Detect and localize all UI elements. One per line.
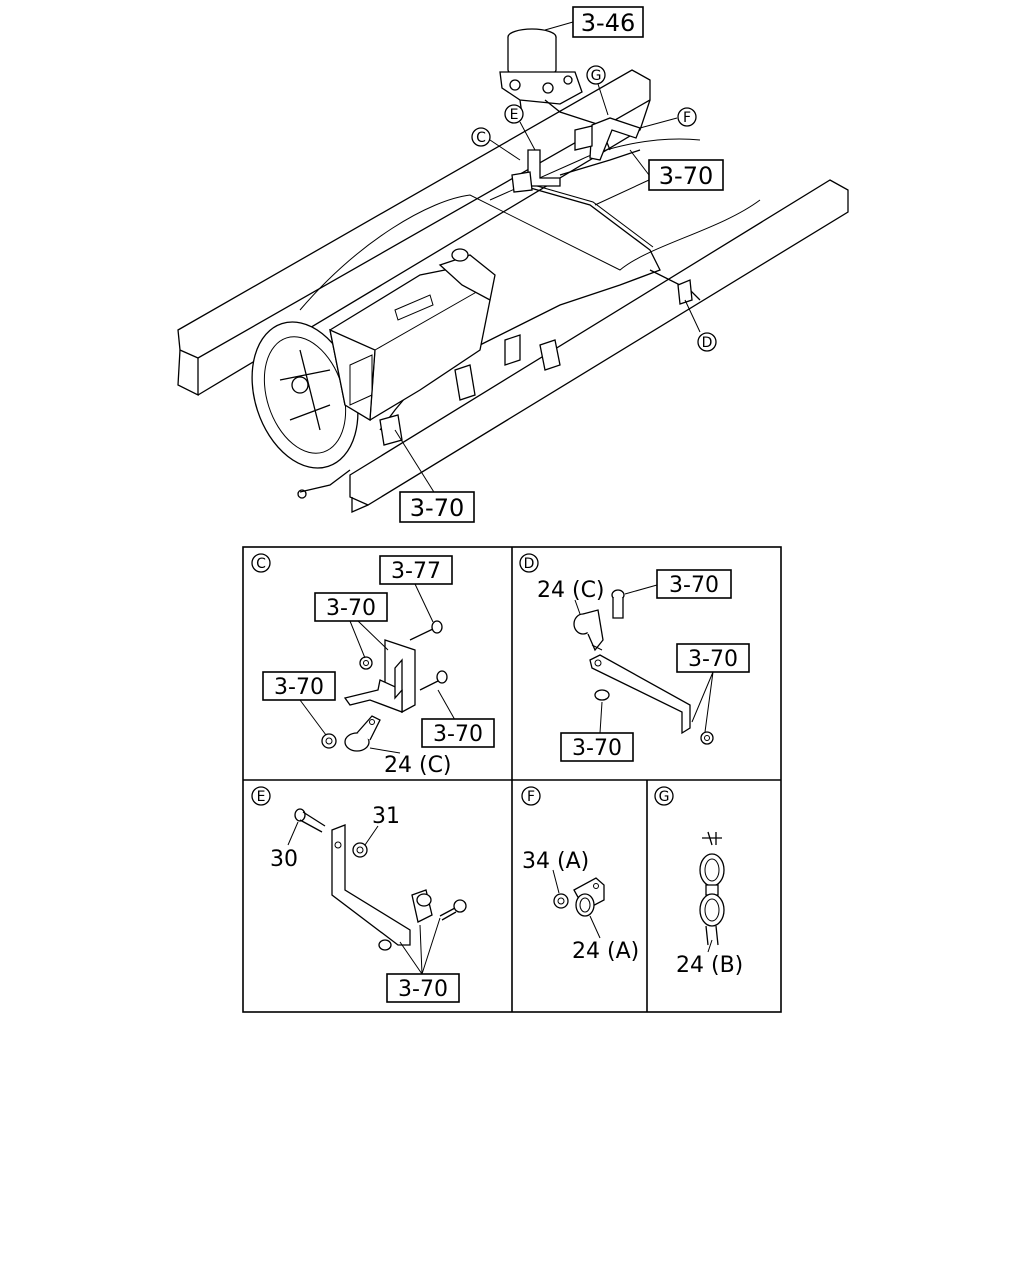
panel-d: D 24 (C) 3-70 3-70 3-70 bbox=[519, 553, 750, 762]
panel-f-part-clip: 24 (A) bbox=[572, 939, 639, 964]
air-dryer bbox=[499, 28, 601, 126]
panel-g-marker: G bbox=[659, 789, 670, 805]
cross-member bbox=[299, 138, 761, 311]
bracket-f bbox=[574, 117, 641, 161]
marker-d-text: D bbox=[702, 335, 713, 351]
panel-c-part-label: 24 (C) bbox=[384, 753, 452, 778]
panel-c-marker: C bbox=[256, 556, 266, 572]
frame-rail-lower bbox=[349, 179, 849, 513]
panel-e-ref-1: 3-70 bbox=[398, 977, 448, 1002]
panel-c: C 3-77 3-70 3-70 3-70 24 (C) bbox=[251, 553, 495, 778]
bracket-lower bbox=[379, 279, 693, 446]
leader-lines bbox=[394, 21, 701, 498]
panel-e-part-31: 31 bbox=[372, 804, 400, 829]
panel-d-ref-2: 3-70 bbox=[688, 647, 738, 672]
detail-grid bbox=[242, 546, 782, 1013]
marker-f: F bbox=[677, 107, 697, 127]
panel-d-marker: D bbox=[524, 556, 535, 572]
callout-air-dryer-text: 3-46 bbox=[581, 9, 635, 37]
marker-c: C bbox=[471, 127, 491, 147]
panel-f-part-nut: 34 (A) bbox=[522, 849, 589, 874]
bracket-e bbox=[511, 149, 561, 193]
panel-g: G 24 (B) bbox=[654, 786, 743, 978]
panel-c-ref-2: 3-70 bbox=[326, 596, 376, 621]
panel-e-part-30: 30 bbox=[270, 847, 298, 872]
marker-g-text: G bbox=[591, 68, 602, 84]
marker-c-text: C bbox=[476, 130, 486, 146]
panel-e: E 31 30 3-70 bbox=[251, 786, 467, 1003]
panel-f: F 34 (A) 24 (A) bbox=[521, 786, 639, 964]
callout-transmission-text: 3-70 bbox=[410, 494, 464, 522]
panel-f-marker: F bbox=[527, 789, 535, 805]
panel-c-ref-4: 3-70 bbox=[433, 722, 483, 747]
frame-rail-upper bbox=[177, 69, 651, 397]
callout-transmission: 3-70 bbox=[399, 491, 475, 523]
marker-g: G bbox=[586, 65, 606, 85]
transmission bbox=[251, 248, 496, 499]
panel-d-ref-1: 3-70 bbox=[669, 573, 719, 598]
panel-g-part-label: 24 (B) bbox=[676, 953, 743, 978]
callout-bracket-right: 3-70 bbox=[648, 159, 724, 191]
marker-d: D bbox=[697, 332, 717, 352]
panel-e-marker: E bbox=[257, 789, 266, 805]
marker-f-text: F bbox=[683, 110, 691, 126]
marker-e: E bbox=[504, 104, 524, 124]
panel-c-ref-1: 3-77 bbox=[391, 559, 441, 584]
callout-bracket-right-text: 3-70 bbox=[659, 162, 713, 190]
panel-d-part-label: 24 (C) bbox=[537, 578, 605, 603]
callout-air-dryer: 3-46 bbox=[572, 6, 644, 38]
marker-e-text: E bbox=[510, 107, 519, 123]
main-assembly-view: 3-46 3-70 3-70 C D E F G bbox=[177, 6, 849, 523]
panel-d-ref-3: 3-70 bbox=[572, 736, 622, 761]
panel-c-ref-3: 3-70 bbox=[274, 675, 324, 700]
